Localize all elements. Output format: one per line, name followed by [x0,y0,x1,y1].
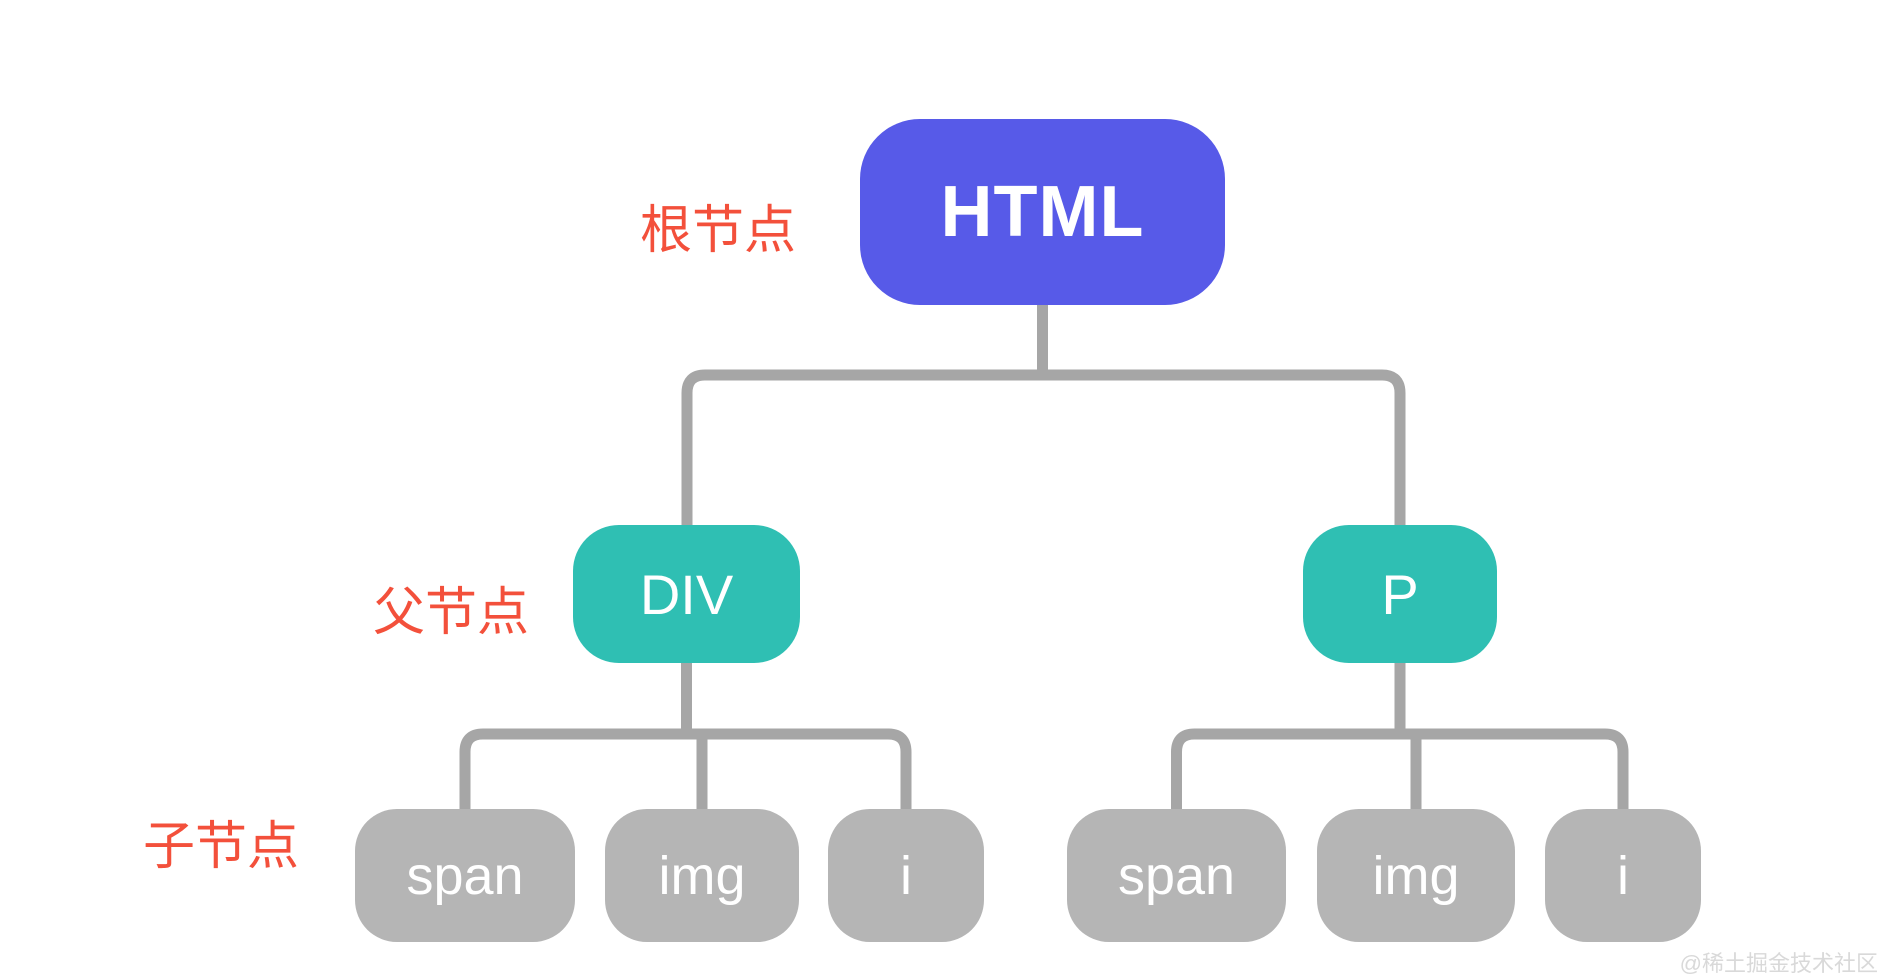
child-node-img-left: img [605,809,799,942]
watermark: @稀土掘金技术社区 [1679,951,1878,976]
child-node-img-right: img [1317,809,1515,942]
parent-node-div: DIV [573,525,800,663]
row-label-child: 子节点 [143,818,300,876]
child-node-span-right: span [1067,809,1286,942]
row-label-parent: 父节点 [373,584,530,642]
child-node-i-left: i [828,809,984,942]
row-label-root: 根节点 [640,202,797,260]
connector-left-children-bus [459,728,912,811]
parent-node-p: P [1303,525,1497,663]
connector-parents-bus [681,369,1406,527]
child-node-i-right: i [1545,809,1701,942]
child-node-span-left: span [355,809,575,942]
connector-right-children-bus [1171,728,1629,811]
root-node-html: HTML [860,119,1225,305]
